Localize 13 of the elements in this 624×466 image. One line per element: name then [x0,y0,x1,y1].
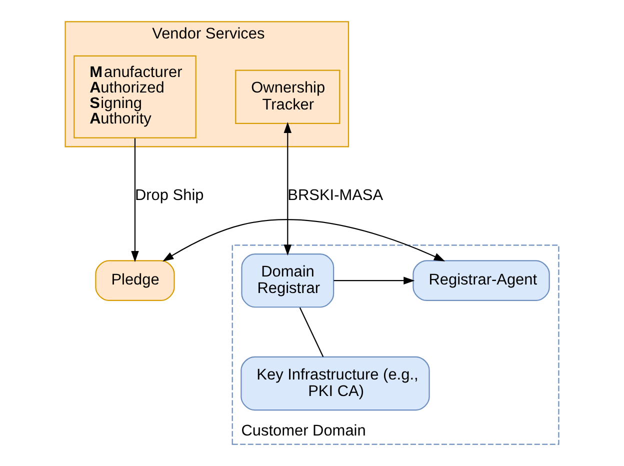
node-box: Domain Registrar [241,253,334,308]
arrow [162,219,446,262]
arrow [131,138,139,262]
connector [299,307,324,358]
node-box: Pledge [95,260,175,302]
edge-label: BRSKI-MASA [288,187,384,204]
arrow [334,276,415,284]
edge-label: Drop Ship [134,187,204,204]
arrow [284,122,292,256]
node-box: Manufacturer Authorized Signing Authority [74,55,196,138]
node-box: Ownership Tracker [235,70,340,124]
node-box: Registrar-Agent [412,260,550,302]
node-box: Key Infrastructure (e.g., PKI CA) [240,356,430,411]
